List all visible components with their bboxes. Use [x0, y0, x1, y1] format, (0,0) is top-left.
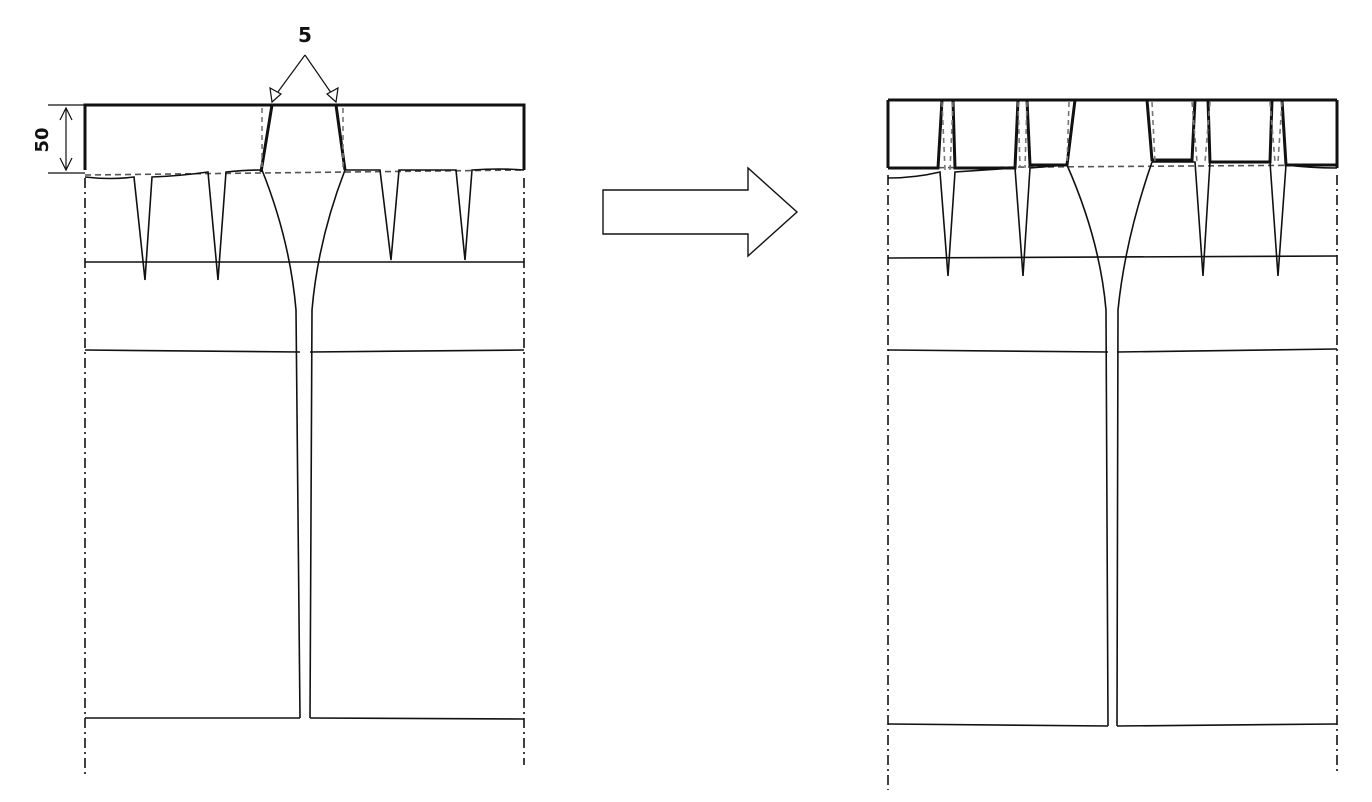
right-center-seam-right-curve — [1116, 161, 1153, 727]
right-dart-guides-dashed — [941, 101, 1283, 171]
right-seat-line — [887, 349, 1109, 353]
waistband-right-panel — [336, 103, 526, 170]
right-hem-line-right — [1116, 723, 1338, 727]
hem-line-right — [309, 717, 525, 720]
pattern-before — [83, 103, 526, 778]
seat-line-right — [309, 349, 525, 353]
dimension-dart-width — [269, 54, 339, 104]
right-waist-curve-with-darts — [887, 161, 1338, 277]
right-hip-line — [887, 255, 1338, 259]
right-center-seam-left-curve — [1066, 164, 1109, 727]
dimension-label-5: 5 — [298, 23, 312, 47]
waistband-center-piece — [272, 103, 347, 171]
seat-line — [84, 349, 301, 353]
waistband-left-panel — [83, 103, 274, 173]
pattern-after — [886, 98, 1339, 790]
right-seat-line-right — [1116, 348, 1338, 353]
right-hem-line — [887, 723, 1109, 727]
right-waistband-segments — [888, 99, 1337, 170]
dimension-waistband-height — [48, 104, 85, 174]
waist-curve-with-darts — [84, 168, 525, 281]
center-seam-left-curve — [261, 169, 301, 719]
center-seam-right-curve — [309, 169, 346, 719]
waistband-dashed-line — [84, 169, 525, 176]
arrow-right-outline-icon — [602, 166, 799, 258]
dimension-label-50: 50 — [32, 127, 53, 152]
